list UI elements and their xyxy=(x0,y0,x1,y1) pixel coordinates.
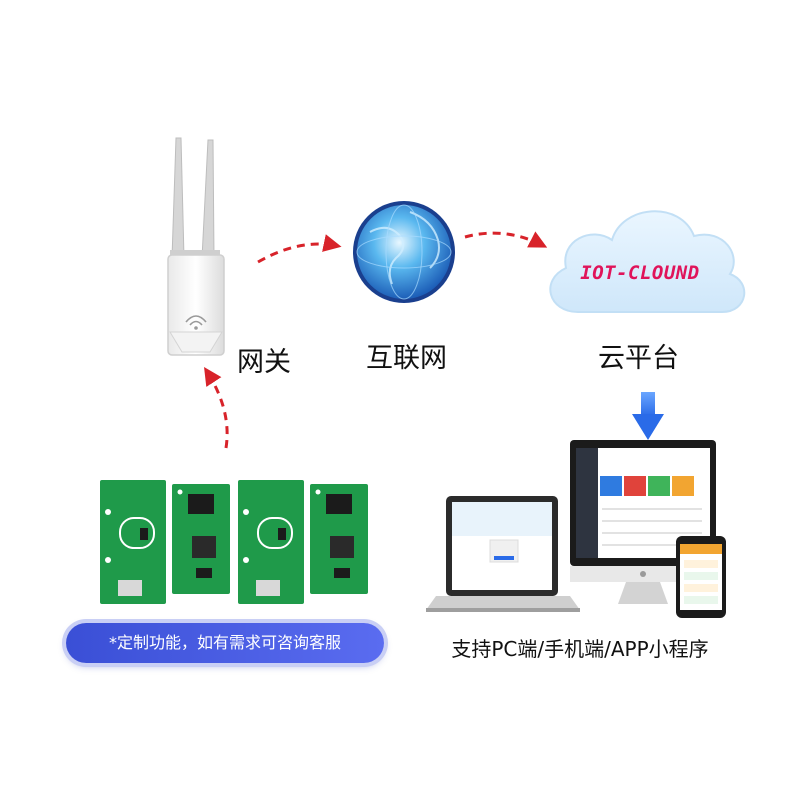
pcb-module-icon xyxy=(238,480,304,604)
pcb-module-icon xyxy=(310,484,368,594)
cloud-name-text: IOT-CLOUND xyxy=(580,262,700,284)
arrow-module-to-gateway xyxy=(204,366,229,449)
clients-caption: 支持PC端/手机端/APP小程序 xyxy=(451,637,709,661)
phone-icon xyxy=(676,536,726,618)
cloud-icon xyxy=(549,210,746,313)
pcb-module-icon xyxy=(172,484,230,594)
globe-icon xyxy=(353,201,455,303)
arrow-gateway-to-internet xyxy=(257,234,342,264)
cloud-platform-label: 云平台 xyxy=(598,343,679,374)
gateway-label: 网关 xyxy=(237,347,291,378)
arrow-internet-to-cloud xyxy=(464,231,548,248)
laptop-icon xyxy=(426,496,580,612)
router-icon xyxy=(167,137,225,356)
monitor-icon xyxy=(570,440,716,604)
pcb-module-icon xyxy=(100,480,166,604)
internet-label: 互联网 xyxy=(366,343,447,374)
down-arrow-icon xyxy=(632,392,664,440)
custom-note-badge: *定制功能，如有需求可咨询客服 xyxy=(66,623,384,663)
